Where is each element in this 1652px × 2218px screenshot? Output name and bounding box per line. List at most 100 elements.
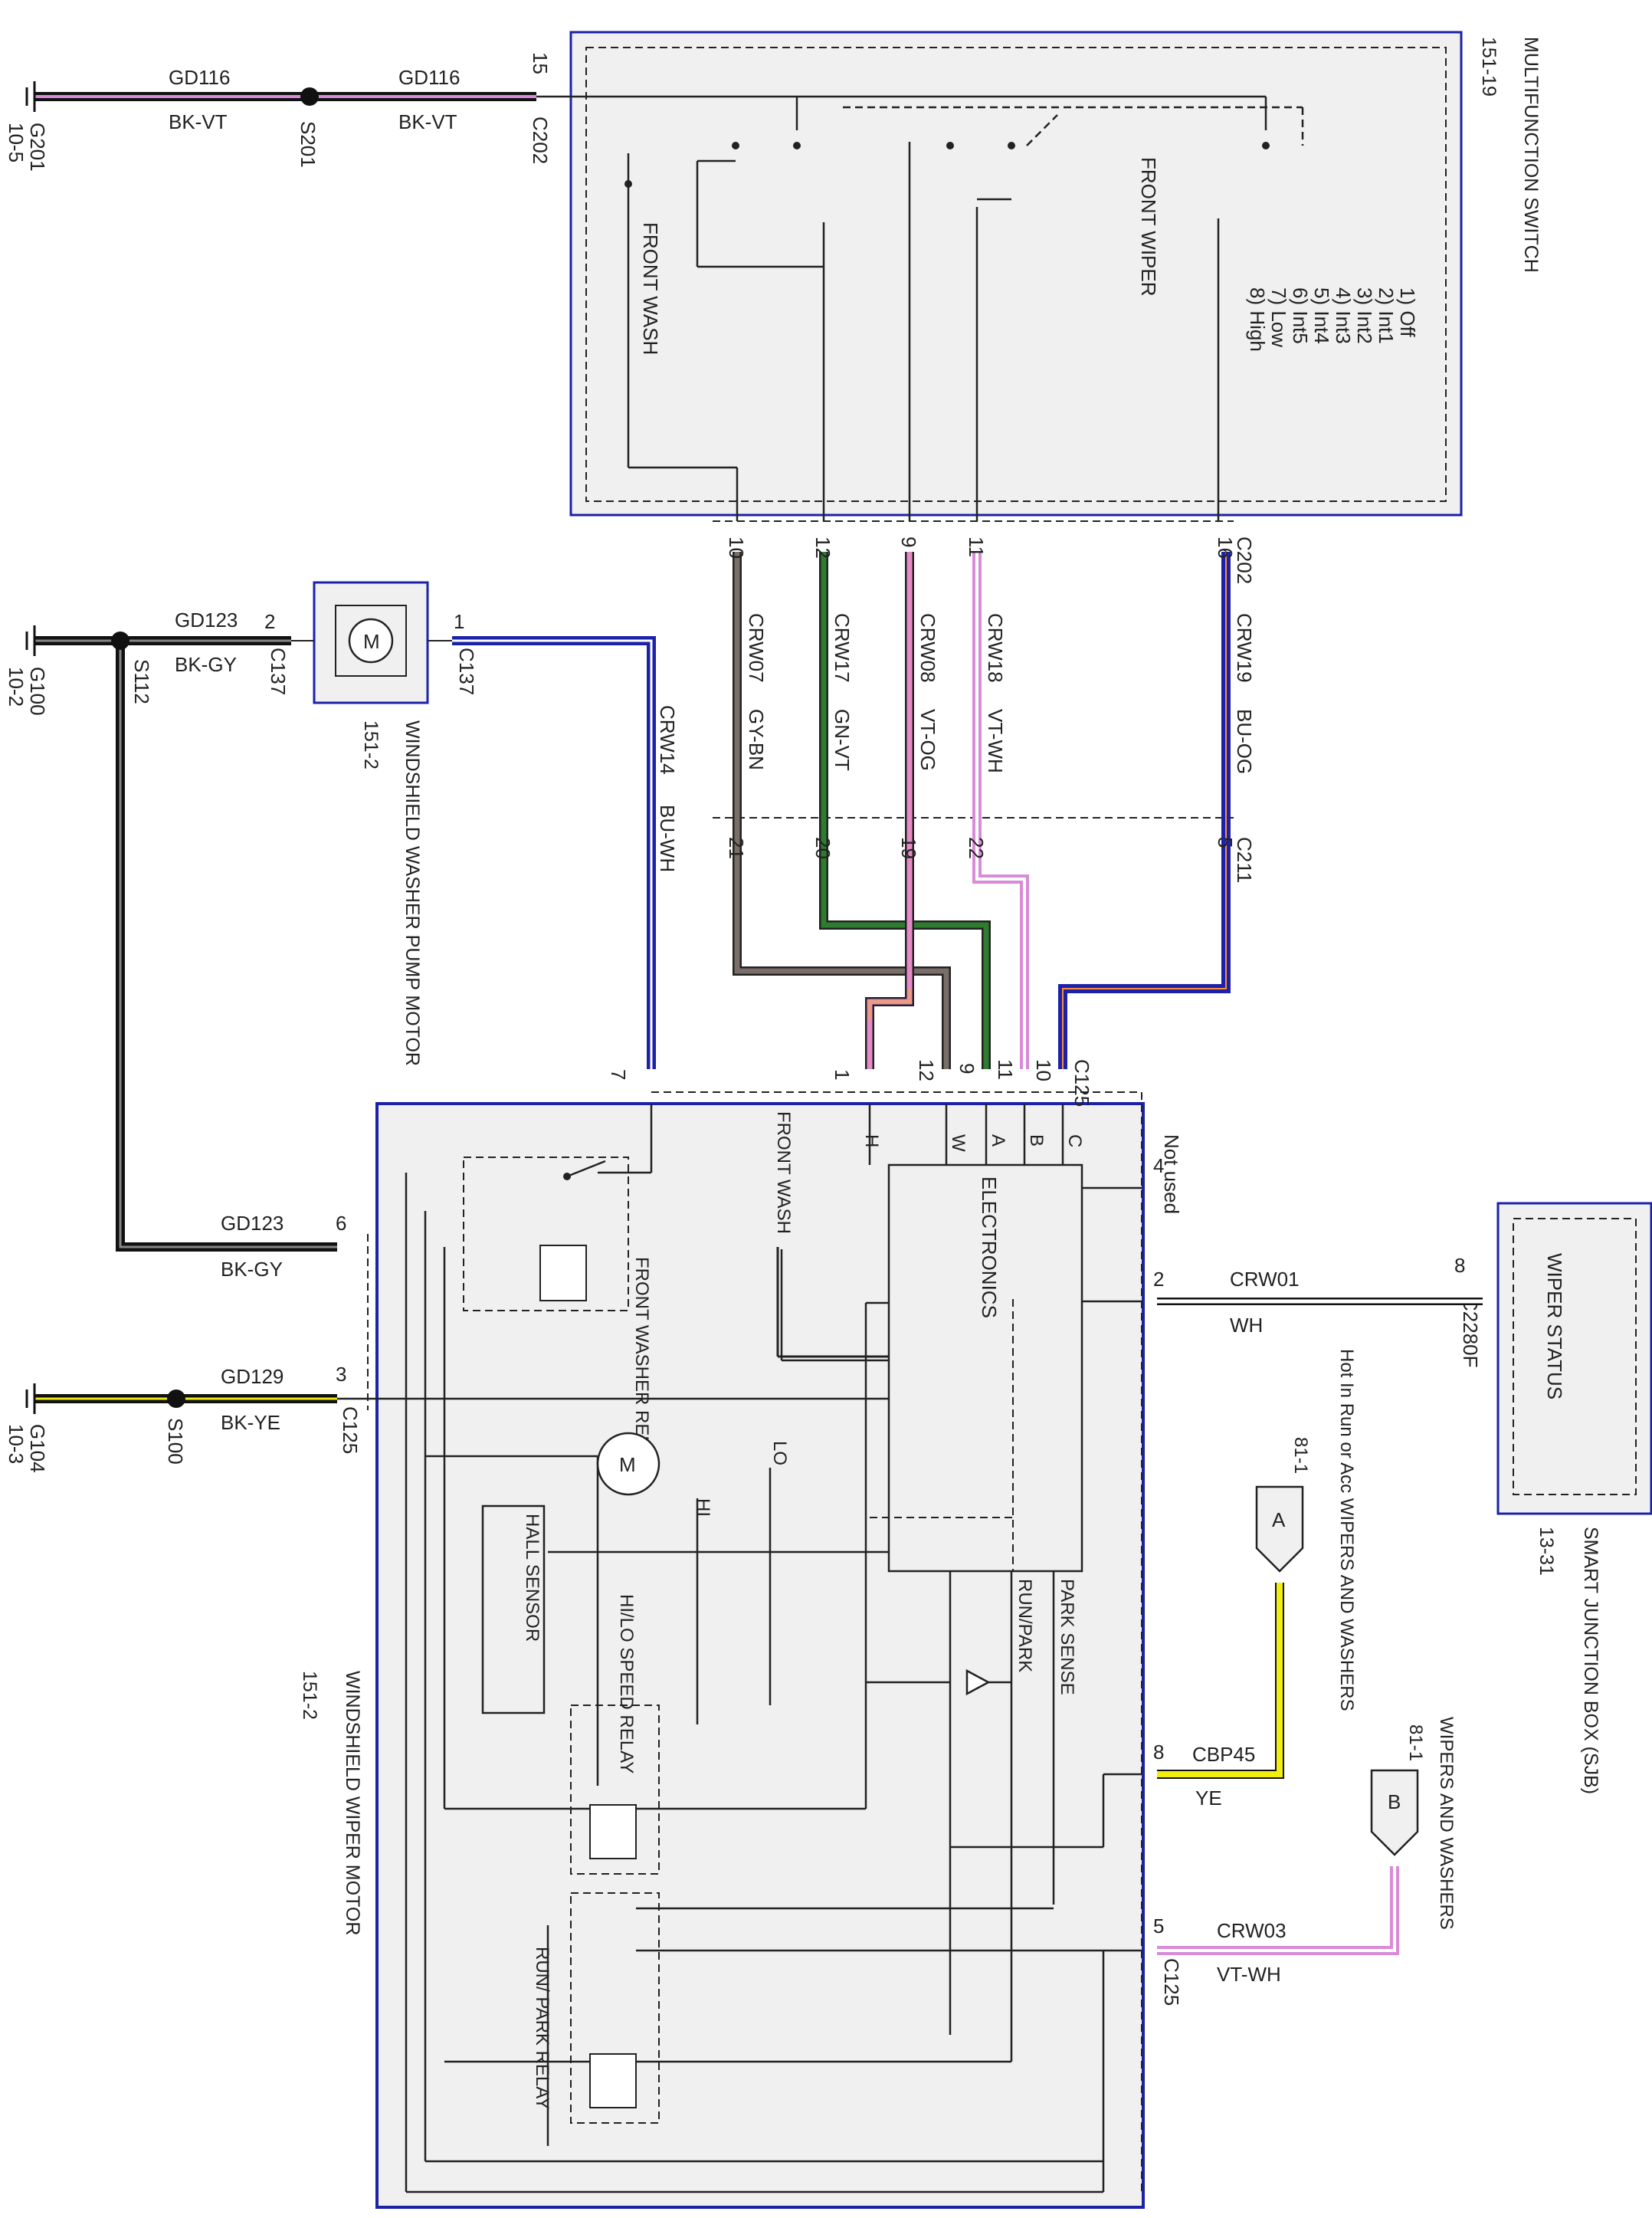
- s112-label: S112: [130, 659, 153, 704]
- front-wash-internal-label: FRONT WASH: [773, 1111, 794, 1234]
- front-wiper-label: FRONT WIPER: [1137, 157, 1160, 297]
- top-splice-label: S201: [297, 121, 320, 168]
- motor-gd123: GD123: [221, 1212, 284, 1235]
- wiper-motor-icon: [596, 1432, 660, 1496]
- pump-pin1: 1: [454, 610, 464, 633]
- top-ground-circuit: GD116 BK-VT GD116 BK-VT S201 G201 10-5 1…: [5, 52, 552, 172]
- wire-4-circuit: CRW19: [1233, 613, 1256, 683]
- multifunction-switch-title: MULTIFUNCTION SWITCH: [1520, 37, 1542, 273]
- wiper-motor-title: WINDSHIELD WIPER MOTOR: [342, 1671, 363, 1935]
- motor-bkgy: BK-GY: [221, 1258, 283, 1281]
- wiper-motor: ELECTRONICS H W A B C: [299, 1059, 1183, 2209]
- ye-label: YE: [1195, 1787, 1222, 1810]
- sjb-wire: CRW01 WH: [1157, 1268, 1483, 1337]
- front-wash-label: FRONT WASH: [639, 222, 662, 355]
- wire-3-top-pin: 11: [965, 536, 988, 557]
- lo-label: LO: [769, 1441, 790, 1465]
- motor-pin4: 4: [1153, 1154, 1164, 1177]
- motor-bkye: BK-YE: [221, 1411, 280, 1434]
- motor-pin2: 2: [1153, 1268, 1164, 1291]
- hall-sensor-box: [481, 1504, 546, 1714]
- motor-top-pin-10: 10: [1032, 1059, 1055, 1081]
- front-washer-relay-box: [463, 1157, 629, 1311]
- pump-feed-wire: CRW14 BU-WH: [452, 636, 679, 1069]
- feed-a-label: Hot In Run or Acc WIPERS AND WASHERS: [1336, 1349, 1357, 1711]
- crw01-label: CRW01: [1230, 1268, 1300, 1291]
- electronics-pin-a: A: [988, 1134, 1008, 1147]
- switch-position-2: 2) Int1: [1375, 287, 1398, 344]
- pump-ref: 151-2: [360, 720, 382, 769]
- wire-1-top-pin: 12: [811, 536, 834, 559]
- diode-icon: [965, 1668, 991, 1696]
- run-park-relay-label: RUN/ PARK RELAY: [532, 1947, 552, 2110]
- c211-label: C211: [1233, 837, 1256, 883]
- wire-0-color: GY-BN: [745, 709, 768, 770]
- switch-position-5: 5) Int4: [1310, 287, 1333, 344]
- motor-pin8: 8: [1153, 1741, 1164, 1764]
- hilo-relay-box: [570, 1705, 660, 1875]
- g100-label: G100: [26, 667, 49, 716]
- motor-ground-circuits: 6 GD123 BK-GY 3 C125 GD129 BK-YE S100 G1…: [5, 1212, 362, 1473]
- washer-pump-motor: M WINDSHIELD WASHER PUMP MOTOR 151-2 2 C…: [264, 581, 478, 1066]
- g100-ref: 10-2: [5, 667, 28, 707]
- vtwh-label: VT-WH: [1217, 1963, 1281, 1986]
- top-circuit-right: GD116: [398, 66, 460, 89]
- sjb-inner-label: WIPER STATUS: [1543, 1253, 1566, 1399]
- sjb-pin: 8: [1454, 1254, 1465, 1277]
- not-used-label: Not used: [1160, 1134, 1183, 1214]
- splice-s201: [300, 87, 319, 106]
- wire-0-bottom-pin: 21: [725, 837, 748, 859]
- g104-label: G104: [26, 1424, 49, 1473]
- wire-3-circuit: CRW18: [984, 613, 1007, 683]
- wire-4-top-pin: 16: [1214, 536, 1237, 559]
- electronics-label: ELECTRONICS: [978, 1176, 1001, 1318]
- feed-a: A 81-1 Hot In Run or Acc WIPERS AND WASH…: [1157, 1349, 1357, 1810]
- hall-sensor-label: HALL SENSOR: [522, 1514, 542, 1642]
- motor-top-pin-11: 11: [994, 1059, 1017, 1080]
- splice-s100: [167, 1390, 185, 1408]
- feed-a-letter: A: [1272, 1508, 1286, 1531]
- top-connector: C202: [529, 116, 552, 164]
- wire-2-top-pin: 9: [897, 536, 920, 547]
- switch-position-8: 8) High: [1246, 287, 1269, 352]
- motor-top-pin-9: 9: [955, 1063, 978, 1074]
- wire-0-top-pin: 10: [725, 536, 748, 559]
- front-washer-relay-coil-icon: [539, 1245, 587, 1301]
- feed-b-ref: 81-1: [1405, 1724, 1426, 1761]
- electronics-pin-b: B: [1026, 1134, 1047, 1147]
- pump-ground-circuit: GD123 BK-GY S112 G100 10-2: [5, 609, 337, 1252]
- hilo-relay-coil-icon: [589, 1804, 637, 1859]
- switch-position-1: 1) Off: [1396, 287, 1419, 337]
- cbp45-label: CBP45: [1192, 1743, 1255, 1766]
- crw03-label: CRW03: [1217, 1919, 1287, 1942]
- feed-b-connector-icon: [1370, 1769, 1419, 1856]
- switch-position-3: 3) Int2: [1353, 287, 1376, 344]
- motor-top-pin-1: 1: [831, 1069, 854, 1080]
- wh-label: WH: [1230, 1314, 1263, 1337]
- pump-connector-left: C137: [267, 648, 290, 695]
- hilo-relay-label: HI/LO SPEED RELAY: [616, 1594, 637, 1773]
- wire-1-bottom-pin: 20: [811, 837, 834, 859]
- pump-ground-circuit-label: GD123: [175, 609, 238, 632]
- switch-position-6: 6) Int5: [1289, 287, 1312, 344]
- pump-motor-symbol: M: [363, 630, 380, 653]
- wire-0-circuit: CRW07: [745, 613, 768, 683]
- pump-pin2: 2: [264, 610, 275, 633]
- feed-b-label: WIPERS AND WASHERS: [1436, 1717, 1457, 1930]
- feed-b: B 81-1 WIPERS AND WASHERS CRW03 VT-WH: [1157, 1717, 1457, 1986]
- motor-bottom-connector: C125: [1160, 1958, 1183, 2006]
- motor-top-connector: C125: [1070, 1059, 1093, 1107]
- wire-2-color: VT-OG: [916, 709, 939, 771]
- top-color-left: BK-VT: [169, 110, 228, 133]
- wire-3-color: VT-WH: [984, 709, 1007, 773]
- electronics-pin-w: W: [948, 1134, 969, 1152]
- sjb-title: SMART JUNCTION BOX (SJB): [1580, 1527, 1601, 1794]
- wire-1-color: GN-VT: [831, 709, 854, 771]
- wire-2-bottom-pin: 19: [897, 837, 920, 859]
- multifunction-switch-ref: 151-19: [1478, 37, 1500, 97]
- switch-position-7: 7) Low: [1267, 287, 1290, 347]
- sjb-connector: C2280F: [1459, 1297, 1482, 1368]
- wire-4-bottom-pin: 5: [1214, 837, 1237, 848]
- g104-ref: 10-3: [5, 1424, 28, 1464]
